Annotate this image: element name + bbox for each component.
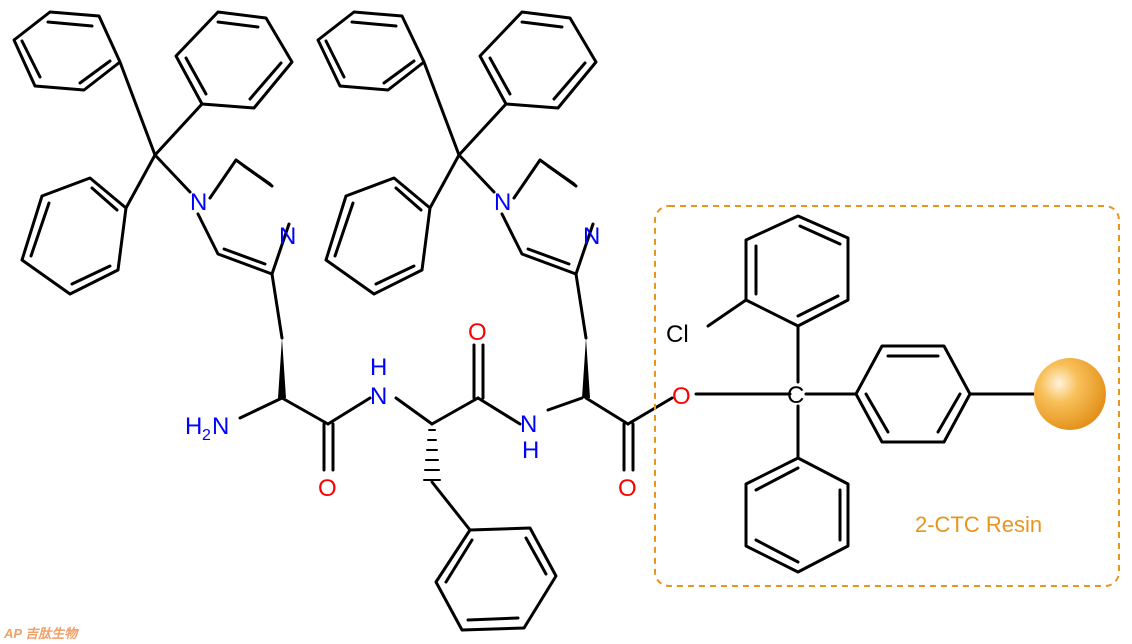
carbonyl2-o-label: O [468, 319, 487, 346]
amine-n-label: N [212, 413, 229, 440]
trityl1-phenyl-c [20, 176, 128, 296]
trityl2-phenyl-a [316, 10, 426, 92]
para-phenyl-ring [854, 344, 1036, 444]
residue3-backbone: O O [546, 272, 792, 502]
amide2-h-label: H [522, 437, 539, 464]
bottom-phenyl-ring [744, 456, 850, 574]
imidazole1-n3-label: N [279, 223, 296, 250]
amine-subscript: 2 [202, 427, 211, 444]
chlorophenyl-ring [706, 214, 850, 328]
residue1-backbone: H 2 N O [185, 272, 372, 502]
carbonyl3-o-label: O [618, 475, 637, 502]
amide1-n-label: N [370, 383, 387, 410]
trityl2-phenyl-b [478, 10, 598, 110]
amide2-n-label: N [520, 411, 537, 438]
trityl-group-2 [316, 10, 598, 296]
hashed-wedge-phe [423, 429, 441, 481]
amine-h-label: H [185, 413, 202, 440]
imidazole2-n1-label: N [494, 189, 511, 216]
chlorine-label: Cl [666, 321, 689, 348]
watermark-logo: AP 吉肽生物 [3, 626, 79, 641]
carbonyl1-o-label: O [318, 475, 337, 502]
resin-label: 2-CTC Resin [915, 512, 1042, 537]
imidazole-ring-2: N N [494, 158, 600, 276]
amide-nh-1: H N [370, 354, 387, 410]
trityl2-phenyl-c [324, 176, 432, 296]
trityl1-phenyl-b [174, 10, 294, 110]
residue2-backbone: O [394, 319, 522, 532]
phenylalanine-phenyl [434, 526, 558, 632]
imidazole1-n1-label: N [190, 189, 207, 216]
amide-nh-2: N H [520, 411, 539, 464]
imidazole-ring-1: N N [190, 158, 296, 276]
imidazole2-n3-label: N [583, 223, 600, 250]
amide1-h-label: H [370, 354, 387, 381]
trityl1-phenyl-a [12, 10, 122, 92]
trityl-group-1 [12, 10, 294, 296]
central-carbon-label: C [787, 382, 804, 409]
resin-bead [1034, 358, 1106, 430]
ctc-resin-group: Cl C 2-CTC Resin [654, 205, 1120, 587]
ester-o-label: O [672, 383, 691, 410]
resin-dashed-box [654, 205, 1120, 587]
